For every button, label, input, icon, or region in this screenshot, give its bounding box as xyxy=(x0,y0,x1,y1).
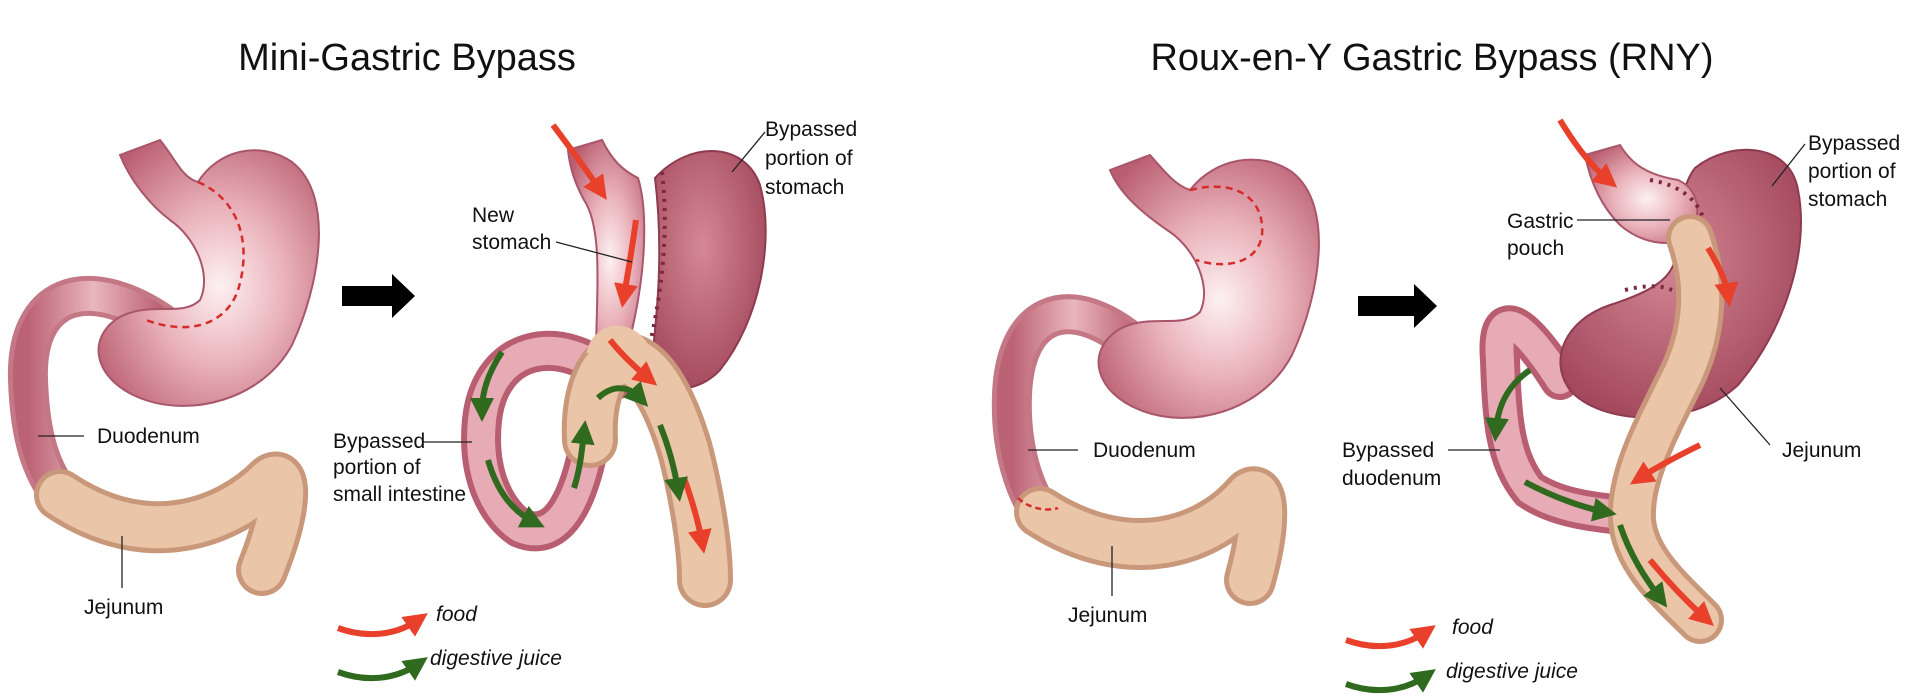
left-after-bypassed-stomach xyxy=(648,150,767,390)
right-bypassed-duodenum-label-1: Bypassed xyxy=(1342,439,1434,462)
right-bypassed-stomach-label-2: portion of xyxy=(1808,160,1896,183)
left-legend-food-label: food xyxy=(436,603,478,626)
right-food-arrow xyxy=(1647,558,1714,627)
left-after-anatomy: New stomach Bypassed portion of stomach … xyxy=(333,118,857,608)
right-gastric-pouch-label-2: pouch xyxy=(1507,237,1564,260)
right-legend-food-arrow xyxy=(1344,625,1436,650)
right-process-arrow xyxy=(1358,284,1437,328)
right-panel: Roux-en-Y Gastric Bypass (RNY) Duodenum … xyxy=(991,37,1900,694)
left-new-stomach-label-1: New xyxy=(472,204,515,227)
left-food-arrow xyxy=(614,219,639,308)
right-jejunum-label: Jejunum xyxy=(1782,439,1861,462)
left-juice-arrow xyxy=(485,459,545,528)
left-before-stomach xyxy=(97,138,320,407)
right-juice-arrow xyxy=(1617,524,1668,608)
left-before-cut-line xyxy=(145,180,245,329)
left-bypassed-intestine-label-1: Bypassed xyxy=(333,430,425,453)
left-bypassed-intestine-label-2: portion of xyxy=(333,456,421,479)
right-panel-title: Roux-en-Y Gastric Bypass (RNY) xyxy=(1150,37,1713,79)
left-food-arrow xyxy=(550,123,607,200)
right-after-anatomy: Gastric pouch Bypassed portion of stomac… xyxy=(1342,118,1900,644)
right-before-jejunum-label: Jejunum xyxy=(1068,604,1147,627)
left-legend: food digestive juice xyxy=(336,603,562,682)
left-new-stomach-label-2: stomach xyxy=(472,231,551,254)
left-before-duodenum-label: Duodenum xyxy=(97,425,200,448)
left-before-jejunum-label: Jejunum xyxy=(84,596,163,619)
right-food-arrow xyxy=(1629,442,1702,485)
left-bypassed-stomach-label-2: portion of xyxy=(765,147,853,170)
right-before-cut-line xyxy=(1189,185,1264,266)
right-legend-food-label: food xyxy=(1452,616,1494,639)
left-bypassed-stomach-label-1: Bypassed xyxy=(765,118,857,141)
right-legend-juice-label: digestive juice xyxy=(1446,660,1578,683)
right-before-duodenum-label: Duodenum xyxy=(1093,439,1196,462)
left-panel-title: Mini-Gastric Bypass xyxy=(238,37,576,79)
left-juice-arrow xyxy=(657,423,688,502)
left-legend-juice-arrow xyxy=(336,657,428,682)
right-before-anatomy: Duodenum Jejunum xyxy=(991,153,1320,627)
right-bypassed-stomach-label-1: Bypassed xyxy=(1808,132,1900,155)
left-juice-arrow xyxy=(470,350,505,422)
right-before-stomach xyxy=(1097,153,1320,419)
right-food-arrow xyxy=(1557,118,1618,188)
left-food-arrow xyxy=(607,338,658,386)
left-juice-arrow xyxy=(595,381,649,407)
right-legend: food digestive juice xyxy=(1344,616,1578,694)
right-juice-arrow xyxy=(1484,367,1532,442)
right-bypassed-duodenum-label-2: duodenum xyxy=(1342,467,1441,490)
right-before-duodenum-cut xyxy=(1017,497,1059,511)
left-before-anatomy: Duodenum Jejunum xyxy=(7,138,320,619)
left-process-arrow xyxy=(342,274,415,318)
right-juice-arrow xyxy=(1523,479,1617,522)
right-bypassed-stomach-label-3: stomach xyxy=(1808,188,1887,211)
right-legend-juice-arrow xyxy=(1344,669,1436,694)
left-legend-food-arrow xyxy=(336,613,428,638)
left-panel: Mini-Gastric Bypass Duodenum Jejunum xyxy=(7,37,857,682)
left-bypassed-stomach-label-3: stomach xyxy=(765,176,844,199)
left-juice-arrow xyxy=(570,420,595,489)
left-legend-juice-label: digestive juice xyxy=(430,647,562,670)
right-gastric-pouch-label-1: Gastric xyxy=(1507,210,1574,233)
right-food-arrow xyxy=(1705,246,1739,307)
left-bypassed-intestine-label-3: small intestine xyxy=(333,483,466,506)
